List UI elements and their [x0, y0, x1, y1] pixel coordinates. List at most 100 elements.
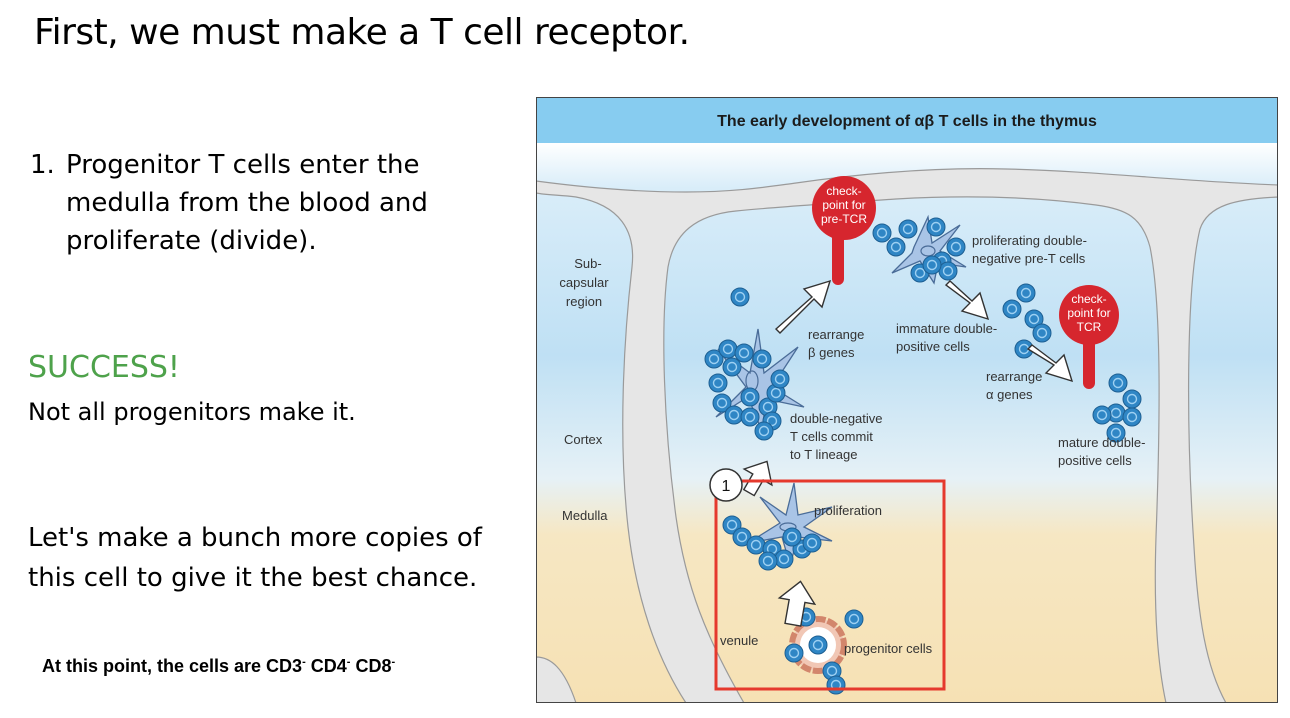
thymocyte-nucleus	[762, 555, 774, 567]
cd8-marker: CD8	[355, 656, 392, 676]
thymocyte-nucleus	[756, 353, 768, 365]
thymocyte-cell	[1092, 405, 1112, 425]
thymocyte-cell	[734, 343, 754, 363]
thymocyte-nucleus	[1096, 409, 1108, 421]
thymocyte-nucleus	[750, 539, 762, 551]
thymocyte-nucleus	[1110, 407, 1122, 419]
stromal-nucleus-top	[920, 245, 936, 257]
figure-border	[536, 97, 1278, 703]
tcr-checkpoint-line-1: check-	[1071, 292, 1106, 306]
thymocyte-nucleus	[914, 267, 926, 279]
proliferation-label: proliferation	[814, 503, 882, 518]
step-marker-circle	[709, 468, 743, 502]
thymocyte-cell	[724, 405, 744, 425]
thymocyte-cell	[752, 349, 772, 369]
rearrange-alpha-label-2: α genes	[986, 387, 1033, 402]
thymocyte-nucleus	[812, 639, 824, 651]
thymocyte-nucleus	[876, 227, 888, 239]
subcapsular-label-1: Sub-	[574, 256, 601, 271]
capsule-tissue	[536, 168, 1278, 703]
proliferating-label-1: proliferating double-	[972, 233, 1087, 248]
thymocyte-nucleus	[734, 291, 746, 303]
thymocyte-nucleus	[788, 647, 800, 659]
thymocyte-nucleus	[744, 391, 756, 403]
thymocyte-nucleus	[762, 401, 774, 413]
thymus-diagram: The early development of αβ T cells in t…	[536, 97, 1278, 703]
venule-label: venule	[720, 633, 758, 648]
thymocyte-nucleus	[758, 425, 770, 437]
double-negative-label-1: double-negative	[790, 411, 883, 426]
proliferating-label-2: negative pre-T cells	[972, 251, 1086, 266]
thymocyte-cell	[730, 287, 750, 307]
tcr-checkpoint-line-3: TCR	[1077, 320, 1102, 334]
thymocyte-cell	[938, 261, 958, 281]
thymocyte-nucleus	[774, 373, 786, 385]
thymocyte-cell	[704, 349, 724, 369]
step-number: 1.	[30, 150, 55, 180]
thymocyte-cell	[722, 357, 742, 377]
pretcr-checkpoint-line-3: pre-TCR	[821, 212, 867, 226]
thymocyte-nucleus	[1036, 327, 1048, 339]
thymocyte-cell	[754, 421, 774, 441]
stromal-cell-medulla	[747, 482, 833, 568]
thymocyte-nucleus	[716, 397, 728, 409]
thymocyte-nucleus	[926, 259, 938, 271]
thymocyte-cell	[1106, 423, 1126, 443]
thymocyte-cell	[826, 675, 846, 695]
thymocyte-nucleus	[806, 537, 818, 549]
thymocyte-cell	[898, 219, 918, 239]
thymocyte-nucleus	[738, 347, 750, 359]
slide-title: First, we must make a T cell receptor.	[34, 12, 690, 53]
thymocyte-nucleus	[766, 415, 778, 427]
thymocyte-nucleus	[778, 553, 790, 565]
immature-label-2: positive cells	[896, 339, 970, 354]
subcapsular-label-3: region	[566, 294, 602, 309]
thymocyte-cell	[1122, 407, 1142, 427]
double-negative-label-2: T cells commit	[790, 429, 873, 444]
figure-title: The early development of αβ T cells in t…	[717, 113, 1097, 130]
thymocyte-nucleus	[848, 613, 860, 625]
thymocyte-nucleus	[722, 343, 734, 355]
subcapsular-label-2: capsular	[559, 275, 609, 290]
cd-prefix: At this point, the cells are	[42, 656, 267, 676]
thymocyte-nucleus	[902, 223, 914, 235]
step-marker-number: 1	[722, 478, 731, 495]
development-arrows	[742, 279, 1074, 627]
thymocyte-cell	[922, 255, 942, 275]
thymocyte-cell	[782, 527, 802, 547]
thymocyte-cell	[1002, 299, 1022, 319]
thymocyte-cell	[784, 643, 804, 663]
copies-text: Let's make a bunch more copies of this c…	[28, 523, 482, 593]
arrow-rearrange-alpha	[1026, 344, 1074, 383]
highlight-box	[714, 479, 946, 691]
thymocyte-cell	[808, 635, 828, 655]
thymocyte-cell	[718, 339, 738, 359]
thymocyte-nucleus	[1126, 393, 1138, 405]
step-1: 1. Progenitor T cells enter the medulla …	[30, 146, 490, 260]
thymocyte-nucleus	[708, 353, 720, 365]
thymocyte-cell	[872, 223, 892, 243]
cortex-label: Cortex	[564, 432, 603, 447]
thymocyte-nucleus	[950, 241, 962, 253]
thymocyte-cell	[1122, 389, 1142, 409]
cd-marker-line: At this point, the cells are CD3- CD4- C…	[42, 656, 395, 677]
thymus-figure: The early development of αβ T cells in t…	[536, 97, 1278, 703]
thymocyte-cell	[844, 609, 864, 629]
thymocyte-nucleus	[1028, 313, 1040, 325]
arrow-commit	[742, 460, 773, 497]
mature-label-2: positive cells	[1058, 453, 1132, 468]
thymocyte-cell	[1016, 283, 1036, 303]
thymocyte-nucleus	[1020, 287, 1032, 299]
double-negative-label-3: to T lineage	[790, 447, 857, 462]
thymocyte-nucleus	[890, 241, 902, 253]
cd8-sign: -	[391, 656, 396, 668]
mature-label-1: mature double-	[1058, 435, 1145, 450]
thymocyte-nucleus	[1126, 411, 1138, 423]
rearrange-alpha-label-1: rearrange	[986, 369, 1042, 384]
step-text: Progenitor T cells enter the medulla fro…	[66, 150, 428, 256]
thymocyte-cell	[746, 535, 766, 555]
thymocyte-cell	[1108, 373, 1128, 393]
thymocyte-nucleus	[930, 221, 942, 233]
thymocyte-cell	[886, 237, 906, 257]
thymocyte-cell	[740, 387, 760, 407]
